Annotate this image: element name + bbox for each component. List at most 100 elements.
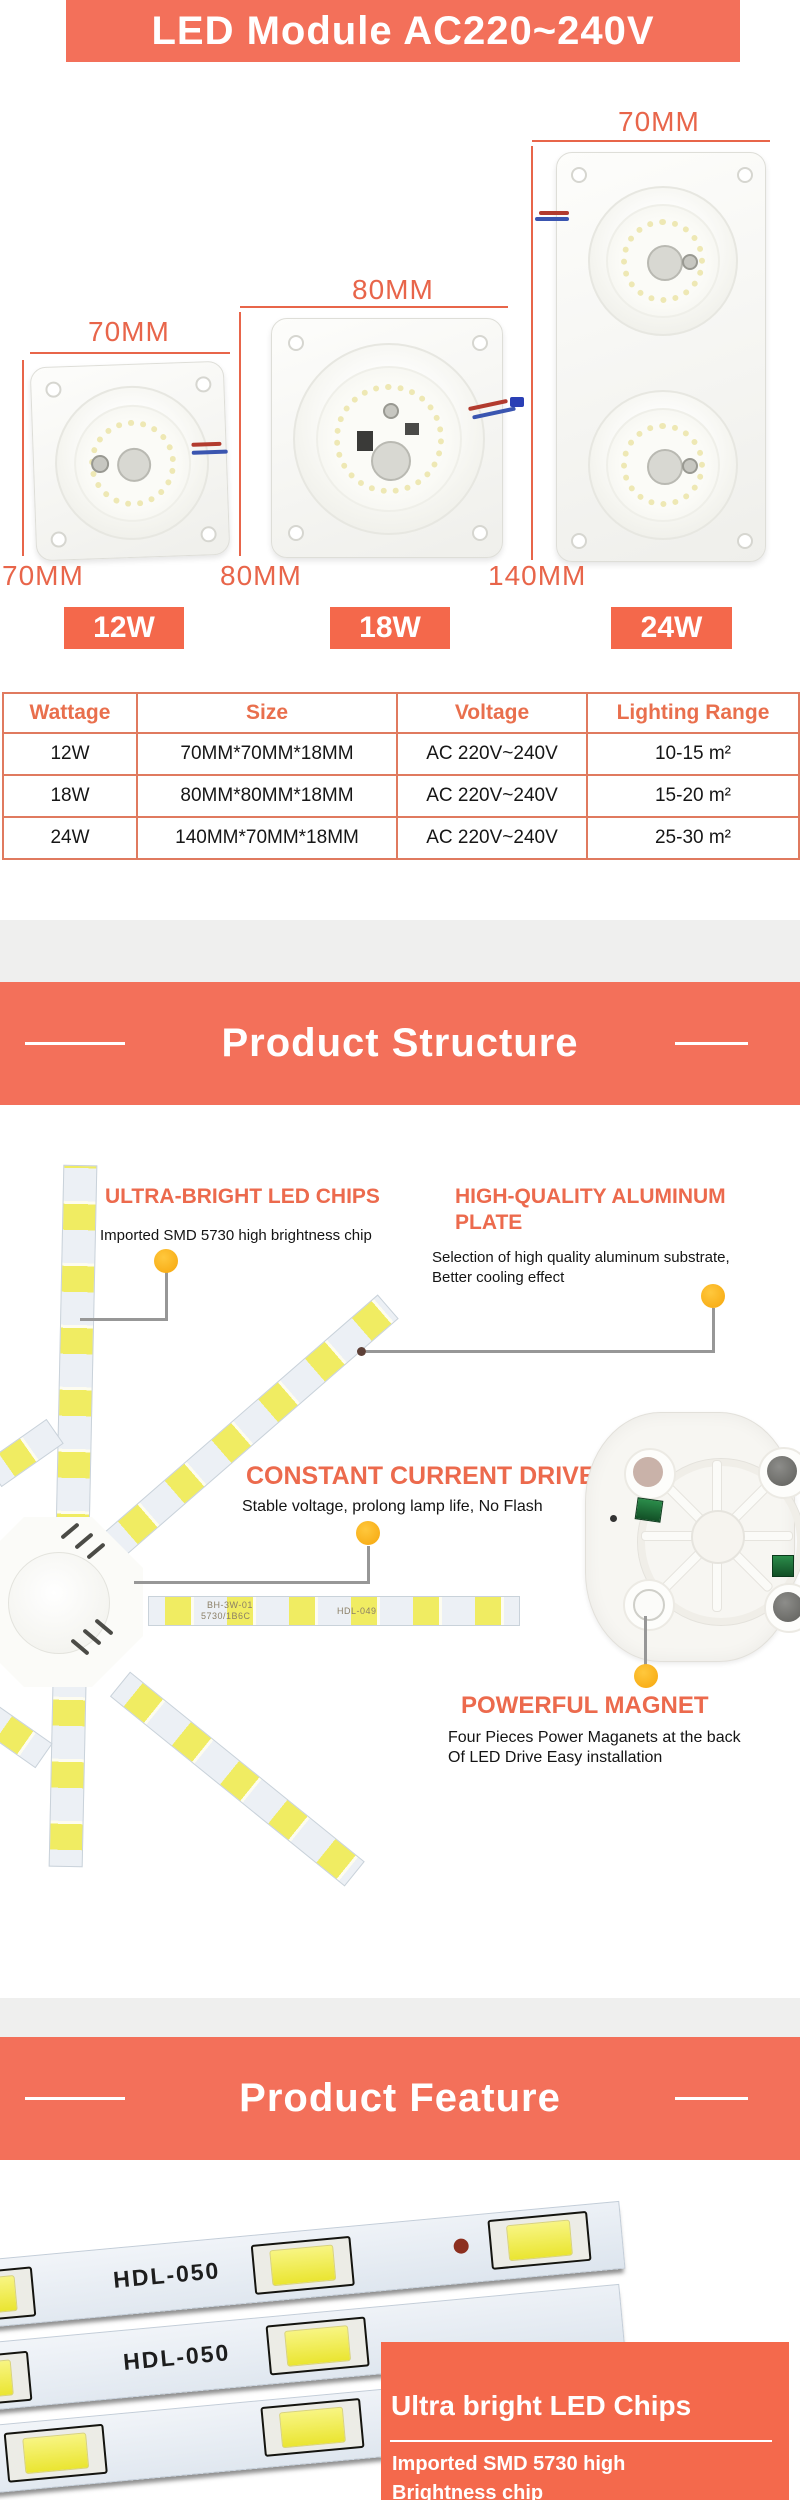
mount-hole [288,335,304,351]
led-chip [3,2423,108,2483]
badge-18w: 18W [330,607,450,649]
mount-hole [472,525,488,541]
table-cell: 140MM*70MM*18MM [136,816,398,860]
feature-banner-title: Product Feature [239,2076,561,2120]
driver-housing-octagon [0,1517,143,1687]
led-chip [0,2266,37,2326]
table-cell: 10-15 m² [586,732,800,776]
screw-boss [624,1448,676,1500]
feature-box-title: Ultra bright LED Chips [391,2390,692,2421]
mount-hole [571,167,587,183]
badge-12w: 12W [64,607,184,649]
dim-label-18w-side: 80MM [220,560,302,591]
connector-end-dot [357,1347,366,1356]
pcb-code: 5730/1B6C [201,1611,251,1621]
screw-boss [623,1579,675,1631]
mount-hole [472,335,488,351]
callout-magnet-title: POWERFUL MAGNET [461,1692,709,1719]
magnet-mount [633,1589,665,1621]
disc-hub [691,1510,745,1564]
pcb-code: BH-3W-01 [207,1600,253,1610]
dimension-line [30,352,230,354]
page-title: LED Module AC220~240V [151,8,655,53]
mount-hole [45,381,62,398]
callout-aluminum-title: HIGH-QUALITY ALUMINUM PLATE [455,1185,726,1234]
dim-label-18w-top: 80MM [352,274,434,305]
table-header: Wattage [2,692,138,734]
table-header: Size [136,692,398,734]
table-header: Lighting Range [586,692,800,734]
mount-hole [288,525,304,541]
led-chip [250,2235,355,2295]
feature-box-rule [390,2440,772,2442]
wire [539,211,569,215]
dim-label-12w-top: 70MM [88,316,170,347]
dimension-line [22,360,24,556]
led-strip-diagonal-up [104,1294,399,1557]
callout-magnet-text2: Of LED Drive Easy installation [448,1749,663,1766]
callout-connector [366,1350,715,1353]
dimension-line [239,312,241,556]
mount-hole [195,376,212,393]
table-cell: 25-30 m² [586,816,800,860]
led-lens [293,343,485,535]
table-row: 12W 70MM*70MM*18MM AC 220V~240V 10-15 m² [2,732,800,776]
led-chip [260,2397,365,2457]
strip-model-label: HDL-050 [112,2257,222,2293]
screw-dot [610,1515,617,1522]
dimension-line [240,306,508,308]
mount-hole [737,533,753,549]
led-strip-stub [0,1418,64,1488]
callout-led-chips-text: Imported SMD 5730 high brightness chip [100,1227,372,1244]
callout-connector [712,1308,715,1352]
table-cell: 80MM*80MM*18MM [136,774,398,818]
wire [191,449,228,455]
driver-back-photo [585,1412,800,1662]
banner-dash [675,2097,748,2100]
callout-dot [154,1249,178,1273]
module-18w-photo [271,318,524,558]
badge-24w: 24W [611,607,732,649]
spec-table: Wattage Size Voltage Lighting Range 12W … [2,692,800,860]
led-lens [52,383,212,543]
callout-connector [165,1272,168,1320]
callout-aluminum-text2: Better cooling effect [432,1269,565,1286]
callout-aluminum-text1: Selection of high quality aluminum subst… [432,1249,730,1266]
callout-connector [134,1581,370,1584]
banner-dash [675,1042,748,1045]
dimension-line [531,146,533,560]
led-lens [588,390,738,540]
wire-connector [510,397,524,407]
pcb-model: HDL-049 [337,1606,377,1616]
callout-dot [356,1521,380,1545]
callout-driver-text: Stable voltage, prolong lamp life, No Fl… [242,1498,543,1515]
structure-banner-title: Product Structure [221,1021,579,1065]
spec-table-wrap: Wattage Size Voltage Lighting Range 12W … [2,692,800,860]
feature-info-box: Ultra bright LED Chips Imported SMD 5730… [381,2342,789,2500]
callout-connector [367,1546,370,1584]
dim-label-24w-top: 70MM [618,106,700,137]
led-lens [588,186,738,336]
feature-box-line2: Brightness chip [392,2482,544,2500]
led-chip [265,2316,370,2376]
table-cell: AC 220V~240V [396,732,588,776]
banner-dash [25,1042,125,1045]
table-row: 24W 140MM*70MM*18MM AC 220V~240V 25-30 m… [2,816,800,860]
pcb-dot [453,2237,470,2255]
callout-led-chips-title: ULTRA-BRIGHT LED CHIPS [105,1185,380,1208]
led-strip-diagonal-down [109,1671,365,1887]
callout-dot [634,1664,658,1688]
table-cell: 18W [2,774,138,818]
banner-dash [25,2097,125,2100]
mount-hole [571,533,587,549]
driver-component [357,431,373,451]
mount-hole [50,531,67,548]
led-strip-stub [0,1705,53,1769]
mount-hole [200,526,217,543]
header-banner: LED Module AC220~240V [66,0,740,62]
driver-component [772,1555,794,1577]
structure-banner: Product Structure [0,982,800,1105]
magnet-beige [633,1457,663,1487]
callout-connector [80,1318,168,1321]
